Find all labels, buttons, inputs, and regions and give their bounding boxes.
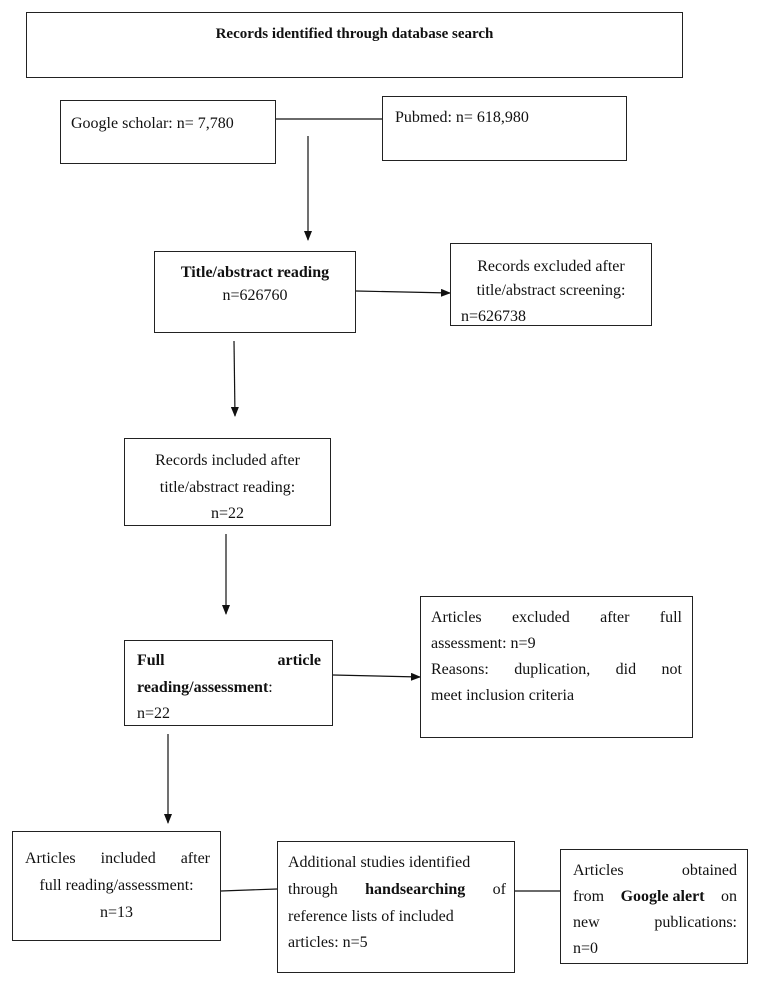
included-full-box: Articles included after full reading/ass…	[12, 831, 221, 941]
excluded-full-r4: not	[661, 661, 682, 678]
handsearch-line1: Additional studies identified	[288, 854, 471, 871]
full-reading-word2: article	[277, 652, 321, 669]
google-alert-line2-post: on	[720, 888, 737, 905]
excluded-full-w4: full	[659, 609, 682, 626]
handsearch-box: Additional studies identified through ha…	[277, 841, 515, 973]
handsearch-line2-bold: handsearching	[365, 881, 466, 898]
excluded-screening-count: n=626738	[461, 308, 527, 325]
pubmed-box: Pubmed: n= 618,980	[382, 96, 627, 161]
excluded-screening-line1: Records excluded after	[477, 258, 625, 275]
title-abstract-reading-count: n=626760	[222, 287, 288, 304]
excluded-screening-line2: title/abstract screening:	[476, 282, 626, 299]
google-alert-count: n=0	[573, 940, 599, 957]
title-abstract-reading-box: Title/abstract reading n=626760	[154, 251, 356, 333]
excluded-full-r3: did	[615, 661, 637, 678]
google-scholar-label: Google scholar: n= 7,780	[71, 115, 234, 132]
handsearch-line3: reference lists of included	[288, 908, 454, 925]
excluded-full-count: assessment: n=9	[431, 635, 536, 652]
title-abstract-reading-title: Title/abstract reading	[180, 264, 330, 281]
google-alert-line2-pre: from	[573, 888, 605, 905]
excluded-full-w3: after	[600, 609, 630, 626]
excluded-screening-box: Records excluded after title/abstract sc…	[450, 243, 652, 326]
excluded-full-w2: excluded	[512, 609, 570, 626]
google-alert-w1: Articles	[573, 862, 624, 879]
full-reading-line2-bold: reading/assessment	[137, 679, 269, 696]
full-article-reading-box: Full article reading/assessment: n=22	[124, 640, 333, 726]
arrow-full-to-excluded	[332, 672, 421, 681]
included-screening-line1: Records included after	[155, 452, 300, 469]
excluded-full-box: Articles excluded after full assessment:…	[420, 596, 693, 738]
full-reading-word1: Full	[137, 652, 165, 669]
google-alert-line2-bold: Google alert	[620, 888, 705, 905]
handsearch-line2-pre: through	[288, 881, 338, 898]
google-alert-box: Articles obtained from Google alert on n…	[560, 849, 748, 964]
excluded-full-w1: Articles	[431, 609, 482, 626]
handsearch-line2-post: of	[492, 881, 506, 898]
handsearch-count: articles: n=5	[288, 934, 368, 951]
google-alert-w2: obtained	[681, 862, 737, 879]
arrow-screening-to-included	[230, 340, 239, 417]
excluded-full-reasons: meet inclusion criteria	[431, 687, 575, 704]
included-screening-box: Records included after title/abstract re…	[124, 438, 331, 526]
full-reading-line2-rest: :	[268, 679, 273, 696]
connector-final-handsearch	[220, 888, 278, 892]
header-title: Records identified through database sear…	[215, 26, 494, 42]
included-screening-line2: title/abstract reading:	[159, 479, 296, 496]
header-box: Records identified through database sear…	[26, 12, 683, 78]
google-alert-w3: new	[573, 914, 600, 931]
google-scholar-box: Google scholar: n= 7,780	[60, 100, 276, 164]
included-screening-count: n=22	[210, 505, 245, 522]
full-reading-count: n=22	[137, 705, 171, 722]
excluded-full-r2: duplication,	[514, 661, 591, 678]
included-full-w2: included	[100, 850, 156, 867]
included-full-count: n=13	[99, 904, 134, 921]
included-full-w3: after	[180, 850, 210, 867]
pubmed-label: Pubmed: n= 618,980	[395, 109, 529, 126]
included-full-w1: Articles	[25, 850, 76, 867]
included-full-line2: full reading/assessment:	[39, 877, 194, 894]
arrow-screening-to-excluded	[355, 288, 451, 297]
excluded-full-r1: Reasons:	[431, 661, 489, 678]
google-alert-w4: publications:	[654, 914, 737, 931]
